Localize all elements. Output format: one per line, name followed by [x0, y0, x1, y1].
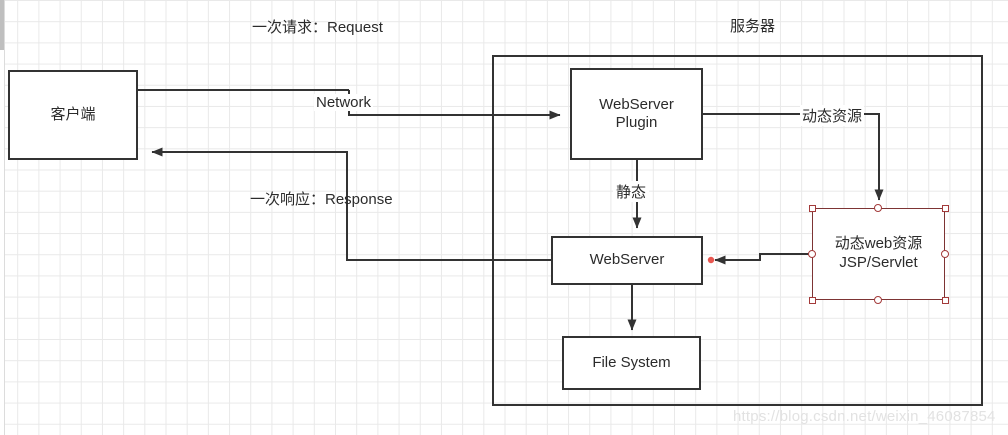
- label-network: Network: [314, 94, 374, 111]
- label-dynamic-resource: 动态资源: [800, 105, 865, 126]
- node-webserver[interactable]: WebServer: [551, 236, 703, 285]
- selection-handle-bottom-center[interactable]: [874, 296, 882, 304]
- return-connector[interactable]: [707, 253, 812, 265]
- selection-handle-top-left[interactable]: [808, 204, 816, 212]
- left-scrollbar-thumb[interactable]: [0, 0, 4, 50]
- node-client[interactable]: 客户端: [8, 70, 138, 160]
- response-connector[interactable]: [151, 147, 551, 261]
- label-server: 服务器: [730, 18, 776, 35]
- selection-handle-bottom-right[interactable]: [941, 296, 949, 304]
- selection-handle-middle-left[interactable]: [808, 250, 816, 258]
- node-file-system[interactable]: File System: [562, 336, 701, 390]
- watermark-text: https://blog.csdn.net/weixin_46087854: [733, 408, 996, 425]
- left-scrollbar-track[interactable]: [0, 0, 5, 435]
- label-response: 一次响应：Response: [250, 191, 393, 208]
- selection-handle-bottom-left[interactable]: [808, 296, 816, 304]
- node-webserver-plugin[interactable]: WebServer Plugin: [570, 68, 703, 160]
- dynamic-connector[interactable]: [703, 113, 884, 201]
- selection-handle-middle-right[interactable]: [941, 250, 949, 258]
- selection-handle-top-right[interactable]: [941, 204, 949, 212]
- label-static: 静态: [613, 181, 650, 202]
- node-dynamic-web-resource[interactable]: 动态web资源 JSP/Servlet: [812, 208, 945, 300]
- label-request: 一次请求：Request: [252, 19, 383, 36]
- selection-handle-top-center[interactable]: [874, 204, 882, 212]
- server-container[interactable]: [492, 55, 983, 406]
